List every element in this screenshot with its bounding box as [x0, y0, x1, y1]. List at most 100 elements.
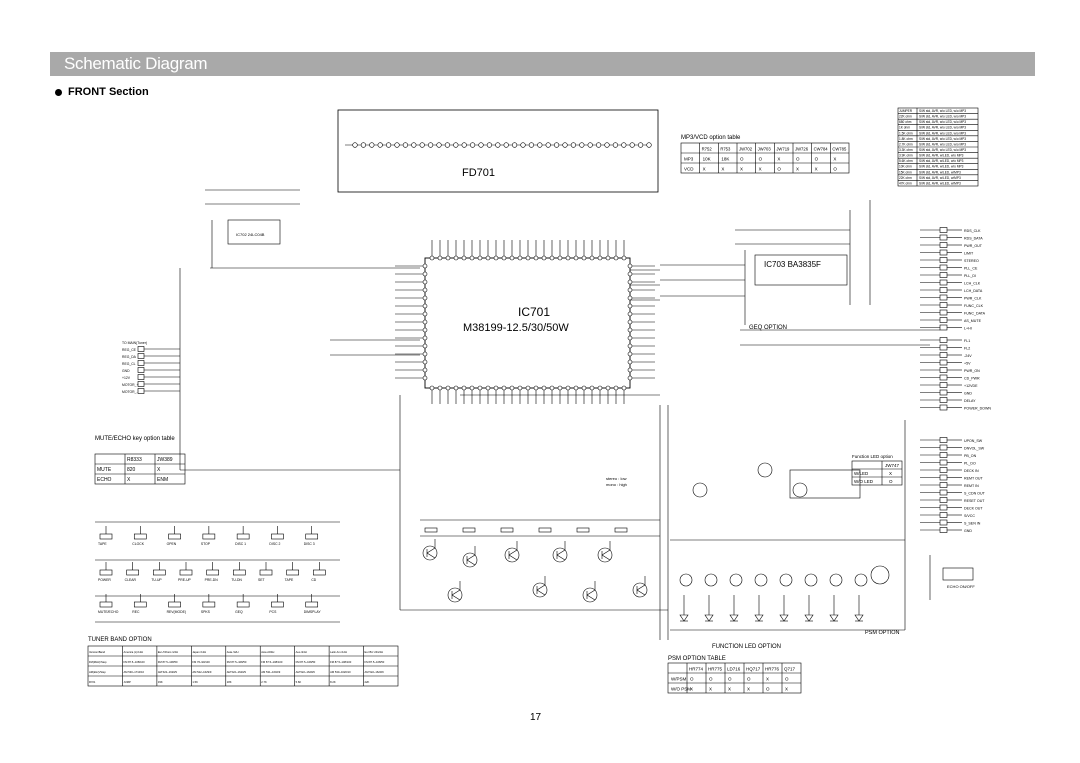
- ic701-pin: [422, 263, 428, 269]
- key-label: GEQ: [235, 610, 243, 614]
- mute-table-header: R8333: [127, 457, 142, 463]
- tuner-table-header: Eur Brz 24/24H: [365, 650, 383, 654]
- connector-signal-label: LCH_DATA: [964, 289, 983, 293]
- led-diode: [704, 614, 714, 622]
- tuner-table-cell: AM 530~1710/10: [123, 670, 144, 674]
- connector-signal-label: PWR_ON: [964, 369, 980, 373]
- key-label: PRE-UP: [178, 578, 192, 582]
- ic701-pin: [422, 359, 428, 365]
- key-switch: [168, 601, 181, 608]
- ic701-pin: [627, 295, 633, 301]
- ic701-pin: [501, 385, 507, 391]
- tuner-table-cell: AM 531~1602/9: [261, 670, 281, 674]
- key-switch: [271, 601, 284, 608]
- connector-signal-label: LCH_CLK: [964, 282, 981, 286]
- tuner-table-cell: FM 87.5~108/100: [261, 660, 283, 664]
- psm-table-cell: O: [785, 677, 789, 682]
- tuner-table-cell: AM 522~1620/9: [158, 670, 178, 674]
- psm-table-cell: O: [766, 687, 770, 692]
- ic701-pin: [581, 255, 587, 261]
- transistor: [704, 573, 718, 587]
- mp3-table-cell: X: [740, 167, 743, 172]
- connector-signal-label: FUNC_DATA: [964, 312, 986, 316]
- psm-table-header: HR776: [765, 667, 780, 672]
- connector-pin: [939, 382, 948, 388]
- psm-table-cell: O: [709, 677, 713, 682]
- mp3-table-cell: MP3: [684, 157, 694, 162]
- mp3-table-header: JW702: [739, 147, 753, 152]
- led-table-cell: O: [889, 479, 893, 484]
- ic701-pin: [437, 255, 443, 261]
- jumper-value: 22K ohm: [899, 176, 912, 180]
- mp3-table-cell: O: [796, 157, 800, 162]
- connector-signal-label: REMT OUT: [964, 477, 984, 481]
- fd701-pin: [436, 142, 442, 148]
- connector-pin: [939, 279, 948, 286]
- ic701-pin: [627, 263, 633, 269]
- tuner-table-header: America (L)/12H: [123, 650, 143, 654]
- connector-signal-label: S_CDN OUT: [964, 492, 986, 496]
- fd701-pin: [461, 142, 467, 148]
- connector-pin: [939, 309, 948, 316]
- jumper-value: 22K ohm: [899, 115, 912, 119]
- psm-table-title: PSM OPTION TABLE: [668, 656, 726, 662]
- key-switch: [202, 601, 216, 608]
- ic701-pin: [627, 359, 633, 365]
- fd701-pin: [495, 142, 501, 148]
- key-label: PRE-DN: [205, 578, 219, 582]
- psm-table-cell: X: [709, 687, 712, 692]
- ic701-pin: [517, 255, 523, 261]
- mp3-table-header: CW785: [832, 147, 847, 152]
- connector-pin: [939, 242, 948, 248]
- ic701-pin: [627, 311, 633, 317]
- connector-pin: [137, 374, 145, 380]
- ic701-pin: [581, 385, 587, 391]
- transistor: [582, 587, 598, 603]
- cn708-signal-label: +12V: [122, 376, 131, 380]
- ic701-pin: [627, 271, 633, 277]
- connector-pin: [939, 302, 948, 308]
- connector-pin: [939, 287, 948, 293]
- key-switch: [286, 569, 299, 576]
- ic701-pin: [422, 375, 428, 381]
- cn708-signal-label: REG_CE: [122, 348, 137, 352]
- ic701-pin: [541, 255, 547, 261]
- fd701-pin: [537, 142, 543, 148]
- ic701-pin: [613, 385, 619, 391]
- mp3-table-cell: O: [833, 167, 837, 172]
- jumper-value: 2.7K ohm: [899, 142, 913, 146]
- jumper-description: S/W std, AVR, w/LED, w/MP3: [919, 170, 961, 174]
- page-title: Schematic Diagram: [64, 54, 208, 73]
- ic701-pin: [493, 385, 499, 391]
- fd701-pin: [621, 142, 627, 148]
- key-label: TAPE: [285, 578, 294, 582]
- connector-pin: [939, 257, 948, 263]
- mp3-table-header: R753: [720, 147, 731, 152]
- tuner-table-cell: R721: [89, 680, 96, 684]
- function-led-option-label: FUNCTION LED OPTION: [712, 644, 781, 650]
- transistor: [504, 547, 520, 563]
- ic701-pin: [557, 385, 563, 391]
- connector-signal-label: PLL_DI: [964, 274, 976, 278]
- ic701-pin: [605, 385, 611, 391]
- jumper-value: JUMPER: [899, 109, 913, 113]
- cn708-signal-label: TO MAIN(Tuner): [122, 341, 147, 345]
- tuner-table-cell: AM 522~1629/9: [192, 670, 212, 674]
- connector-signal-label: STEREO: [964, 259, 979, 263]
- ic701-pin: [422, 319, 428, 325]
- ic701-pin: [557, 255, 563, 261]
- key-switch: [99, 569, 113, 576]
- connector-signal-label: GND: [964, 392, 972, 396]
- tuner-table-cell: FM 87.5~108/50: [296, 660, 316, 664]
- ic701-pin: [621, 385, 627, 391]
- fd701-pin: [629, 142, 635, 148]
- connector-signal-label: REMT IN: [964, 484, 979, 488]
- jumper-value: 1K ohm: [899, 126, 910, 130]
- connector-pin: [939, 489, 948, 496]
- psm-table-cell: X: [766, 677, 769, 682]
- mp3-table-header: JW719: [776, 147, 790, 152]
- ic701-pin: [627, 335, 633, 341]
